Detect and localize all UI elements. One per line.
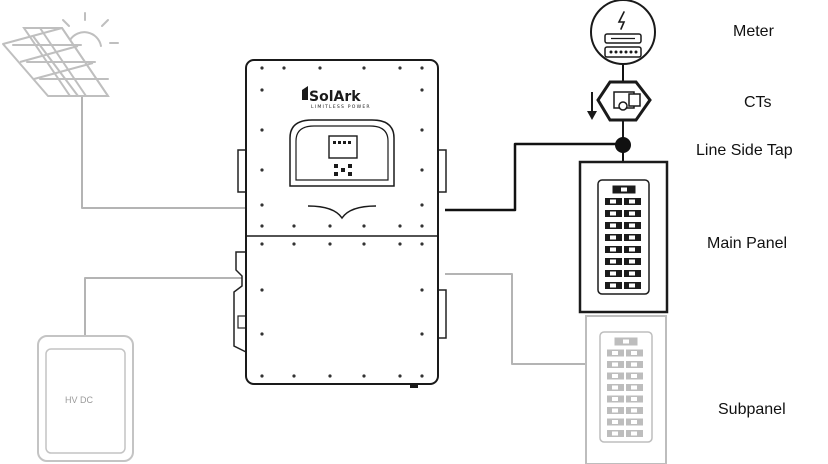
breaker-handle (612, 385, 618, 390)
breaker-handle (631, 362, 637, 367)
battery-label: HV DC (65, 395, 94, 405)
sun-arc (69, 31, 102, 47)
breaker-handle (631, 351, 637, 355)
inverter: SolArk LIMITLESS POWER (233, 59, 447, 388)
inverter-side-conduit (233, 251, 247, 353)
breaker-handle (631, 397, 637, 401)
breaker-handle (629, 259, 635, 264)
breaker-handle (629, 271, 635, 276)
solar-panel-divider (32, 35, 79, 97)
inverter-side-mount (237, 149, 247, 193)
breaker-handle (610, 211, 616, 216)
main-panel-breakers (605, 185, 641, 289)
main-breaker-handle (623, 339, 629, 344)
breaker-handle (629, 247, 635, 252)
lightning-bolt-icon (617, 11, 626, 30)
ct-clamp-jaw (628, 93, 641, 107)
display-bezel-inner (295, 125, 389, 181)
brand-logo-mark (302, 86, 308, 100)
breaker-handle (612, 374, 618, 378)
meter-dial-strip (604, 46, 642, 58)
battery-wire (84, 277, 245, 336)
display-screen (328, 135, 358, 159)
main-panel-wire (445, 142, 623, 212)
breaker-handle (610, 223, 616, 228)
battery-body (37, 335, 134, 462)
subpanel (585, 315, 667, 464)
solar-panel-body (2, 27, 109, 97)
breaker-handle (631, 385, 637, 390)
breaker-handle (610, 247, 616, 252)
main-panel (578, 152, 669, 314)
current-transformer-icon (596, 80, 652, 144)
hv-battery: HV DC (37, 335, 134, 462)
breaker-handle (631, 431, 637, 436)
solar-wire (81, 90, 245, 209)
inverter-side-mount (437, 149, 447, 193)
subpanel-wire (445, 273, 586, 365)
breaker-handle (612, 397, 618, 401)
meter-dials (609, 50, 638, 54)
inverter-side-knob (237, 315, 247, 329)
breaker-handle (610, 199, 616, 204)
main-breaker-handle (621, 187, 627, 192)
breaker-handle (612, 351, 618, 355)
breaker-handle (629, 223, 635, 228)
solar-panel-divider (19, 45, 79, 63)
brand-name: SolArk (309, 89, 361, 105)
breaker-handle (612, 420, 618, 424)
breaker-handle (612, 408, 618, 413)
cts-label: CTs (744, 94, 772, 111)
subpanel-label: Subpanel (718, 401, 786, 418)
inverter-side-mount (437, 289, 447, 339)
solar-panel-grid-line (39, 27, 87, 97)
inverter-bolts (260, 66, 424, 378)
battery-inner (45, 348, 126, 454)
solar-panel-divider (33, 62, 94, 80)
breaker-handle (629, 283, 635, 288)
solar-panel-with-sun-icon (12, 12, 119, 97)
display-indicators (333, 141, 351, 144)
inverter-swoosh (307, 205, 377, 220)
breaker-handle (631, 374, 637, 378)
lightning-meter-icon (590, 0, 656, 65)
breaker-handle (610, 259, 616, 264)
brand-tagline: LIMITLESS POWER (311, 104, 371, 110)
breaker-handle (631, 408, 637, 413)
breaker-handle (629, 199, 635, 204)
ct-core (618, 101, 628, 111)
breaker-handle (612, 362, 618, 367)
breaker-handle (629, 211, 635, 216)
display-buttons (334, 164, 352, 176)
inverter-foot (410, 384, 418, 388)
breaker-handle (610, 283, 616, 288)
sun-ray (101, 19, 109, 27)
breaker-handle (629, 235, 635, 240)
breaker-handle (631, 420, 637, 424)
breaker-handle (610, 235, 616, 240)
main-panel-breaker-frame (597, 179, 650, 295)
main-panel-label: Main Panel (707, 235, 787, 252)
meter-display (604, 33, 642, 44)
sun-ray (62, 19, 70, 27)
meter-label: Meter (733, 23, 775, 40)
line-side-tap-junction (615, 137, 631, 153)
line-side-tap-label: Line Side Tap (696, 142, 793, 159)
down-arrow-icon (587, 92, 597, 120)
subpanel-breakers (607, 337, 643, 437)
breaker-handle (612, 431, 618, 436)
breaker-handle (610, 271, 616, 276)
